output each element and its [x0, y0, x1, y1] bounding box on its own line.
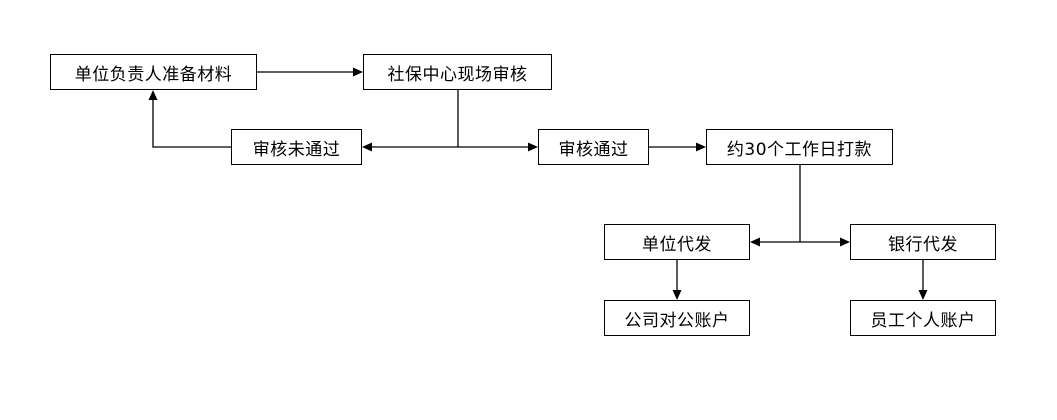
arrowhead-unitpay	[750, 237, 760, 247]
arrowhead-corpacct	[672, 290, 682, 300]
node-corporate-account: 公司对公账户	[604, 300, 750, 336]
arrowhead-pay30	[696, 142, 706, 152]
node-payment-30-days: 约30个工作日打款	[706, 129, 893, 165]
arrowhead-bankpay	[840, 237, 850, 247]
arrowhead-staffacct	[918, 290, 928, 300]
node-prepare-materials: 单位负责人准备材料	[50, 54, 257, 90]
node-bank-payout: 银行代发	[850, 224, 996, 260]
node-unit-payout: 单位代发	[604, 224, 750, 260]
node-onsite-review: 社保中心现场审核	[363, 54, 552, 90]
node-review-passed: 审核通过	[538, 129, 649, 165]
arrowhead-pass	[528, 142, 538, 152]
node-review-failed: 审核未通过	[231, 129, 362, 165]
arrowhead-prepare	[148, 90, 158, 100]
node-staff-account: 员工个人账户	[850, 300, 996, 336]
connector-fail-to-prepare	[152, 98, 231, 148]
arrowhead-review	[353, 67, 363, 77]
arrowhead-fail	[362, 142, 372, 152]
